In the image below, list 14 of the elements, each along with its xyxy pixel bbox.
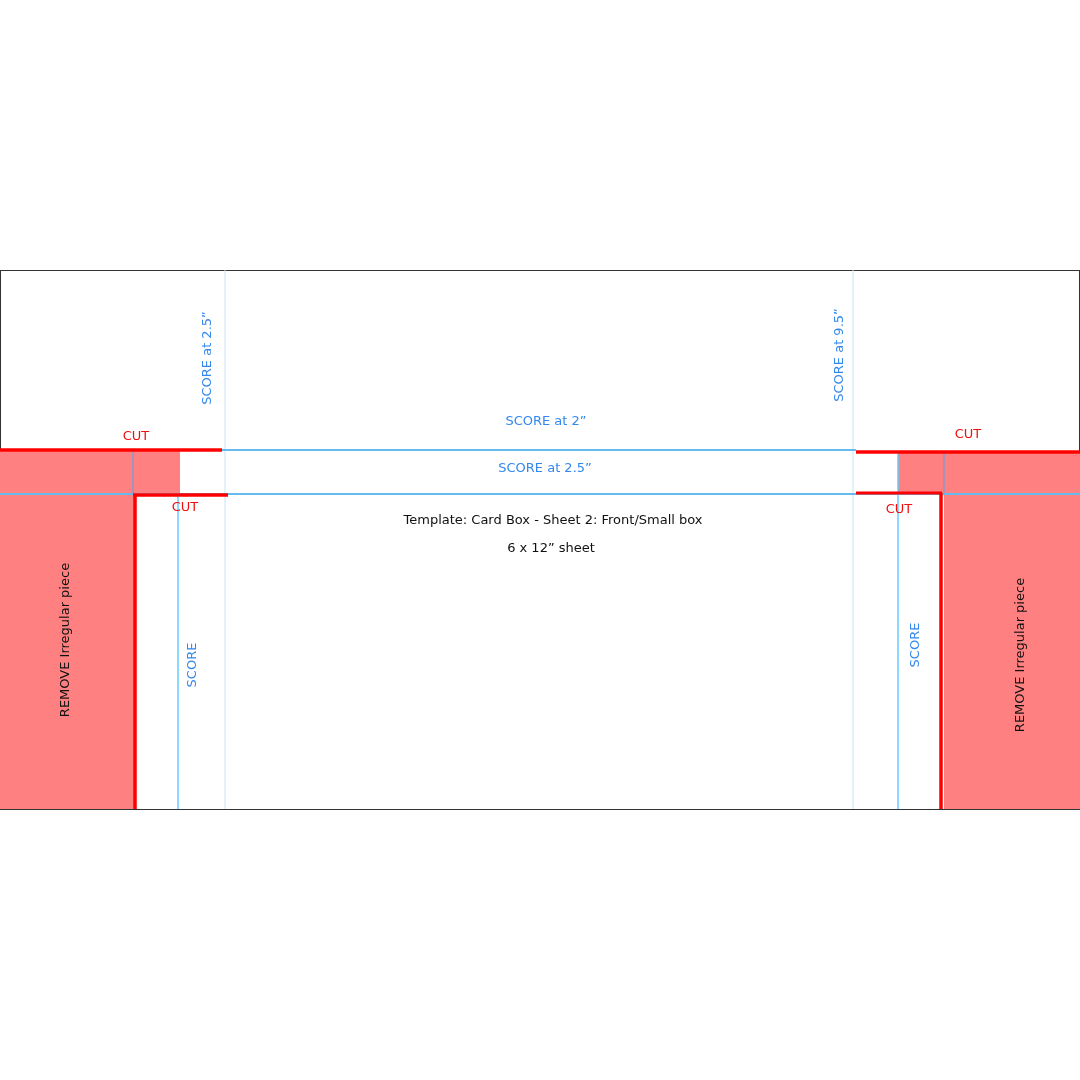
cut-label: CUT	[885, 501, 913, 517]
score-label: SCORE	[907, 622, 923, 668]
sheet-size-label: 6 x 12” sheet	[507, 540, 595, 556]
cut-label: CUT	[122, 428, 150, 444]
region-label: REMOVE Irregular piece	[1012, 577, 1028, 733]
score-label: SCORE	[184, 642, 200, 688]
score-label: SCORE at 2.5”	[498, 460, 592, 476]
score-label: SCORE at 2”	[505, 413, 587, 429]
cut-label: CUT	[954, 426, 982, 442]
score-label: SCORE at 2.5”	[199, 311, 215, 405]
score-label: SCORE at 9.5”	[831, 308, 847, 402]
region-label: REMOVE Irregular piece	[57, 562, 73, 718]
cut-label: CUT	[171, 499, 199, 515]
template-title: Template: Card Box - Sheet 2: Front/Small box	[403, 512, 703, 528]
